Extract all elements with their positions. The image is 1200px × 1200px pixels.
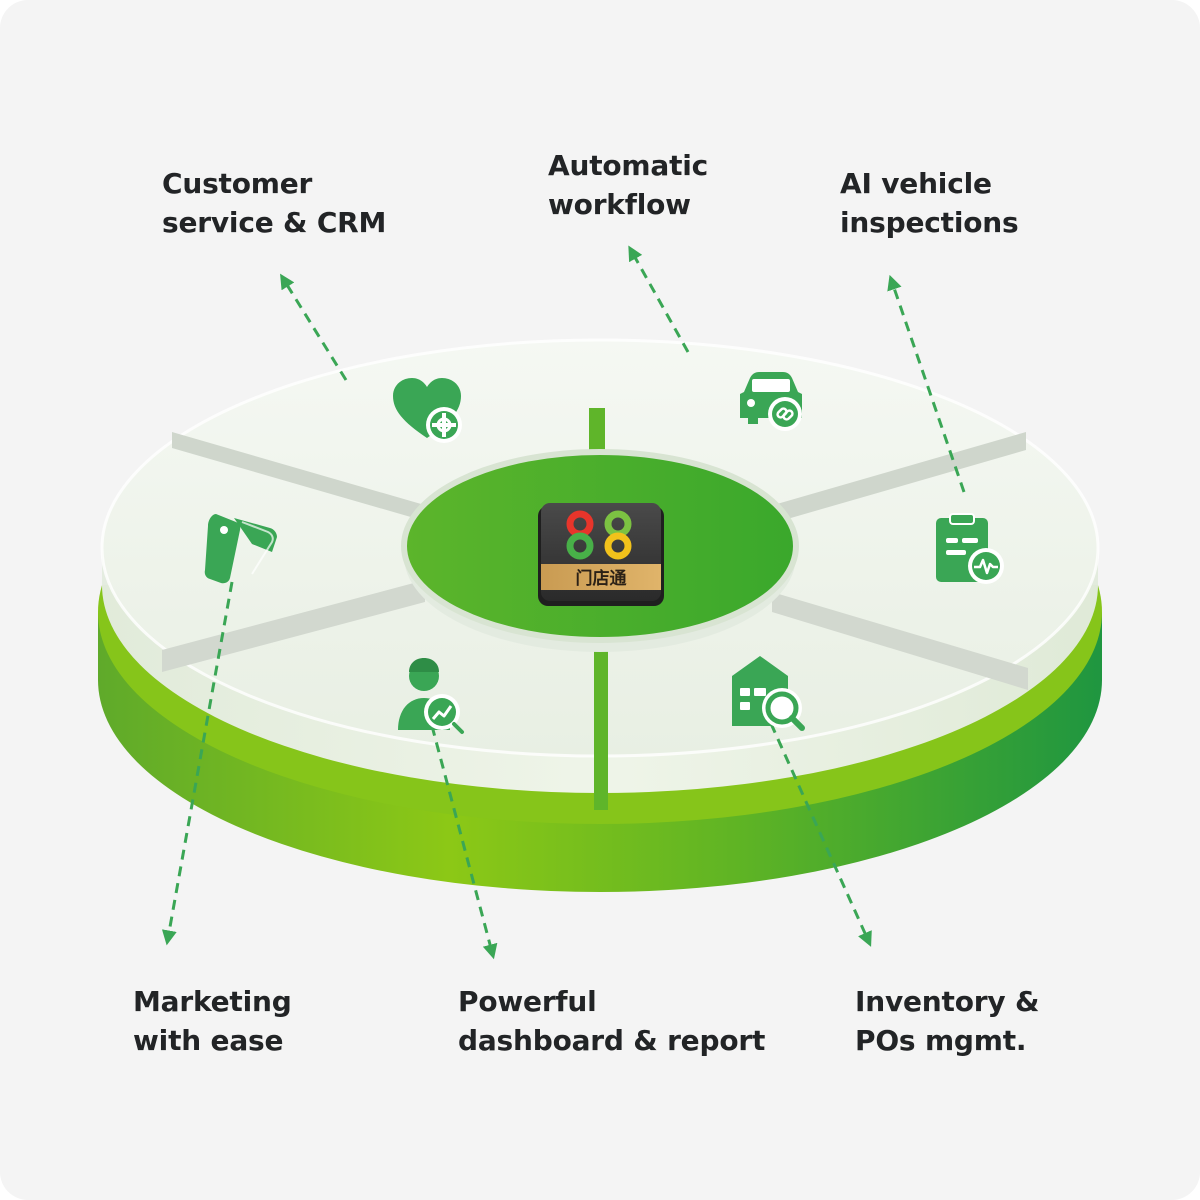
dashed-arrows [161, 245, 966, 960]
clipboard-pulse-icon [936, 513, 1004, 584]
arrow-customer-service [280, 273, 348, 381]
heart-plus-icon [393, 378, 462, 443]
arrow-inventory [762, 707, 872, 947]
warehouse-search-icon [732, 656, 805, 731]
user-chart-icon [398, 658, 464, 734]
logo-text: 门店通 [576, 568, 627, 589]
label-inventory: Inventory & POs mgmt. [855, 985, 1040, 1057]
center-logo: 门店通 [538, 503, 664, 606]
arrow-marketing [161, 581, 234, 946]
label-dashboard: Powerful dashboard & report [458, 985, 766, 1057]
logo-dot-yellow [604, 532, 632, 560]
label-customer-service: Customer service & CRM [162, 167, 387, 239]
price-tags-icon [204, 514, 277, 584]
label-ai-inspections: AI vehicle inspections [840, 167, 1019, 239]
car-link-icon [740, 372, 802, 431]
logo-dot-green [566, 532, 594, 560]
arrow-ai-inspections [887, 274, 966, 493]
segment-dividers [162, 408, 1028, 810]
label-automatic-workflow: Automatic workflow [548, 149, 709, 221]
arrow-automatic-workflow [628, 245, 690, 353]
label-marketing: Marketing with ease [133, 985, 292, 1057]
arrow-dashboard [430, 725, 498, 960]
